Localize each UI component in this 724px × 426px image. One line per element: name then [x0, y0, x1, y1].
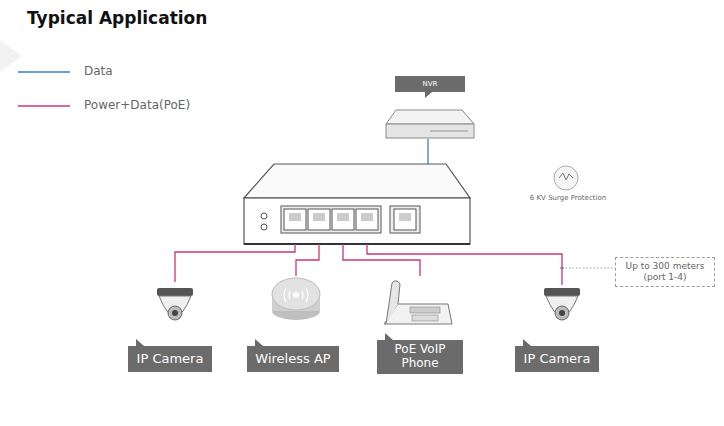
- legend-data-line: [18, 71, 70, 72]
- surge-icon: [554, 166, 578, 190]
- camera-icon: [157, 288, 193, 320]
- nvr-device: [386, 110, 474, 138]
- legend-text: Power+Data(PoE): [84, 98, 190, 112]
- leader-line: [562, 268, 622, 269]
- callout-box: Up to 300 meters (port 1-4): [615, 257, 715, 287]
- node-text: Wireless AP: [255, 351, 330, 367]
- device-label: PoE VoIP Phone: [377, 340, 463, 374]
- phone-icon: [384, 281, 452, 324]
- camera-icon: [544, 288, 580, 320]
- node-text: PoE VoIP Phone: [383, 343, 457, 371]
- device-label: IP Camera: [128, 346, 212, 372]
- poe-switch: [244, 164, 470, 244]
- node-text: NVR: [423, 80, 438, 88]
- device-label: Wireless AP: [247, 346, 339, 372]
- legend-poe-line: [18, 105, 70, 106]
- device-label: IP Camera: [515, 346, 599, 372]
- node-text: IP Camera: [137, 351, 204, 367]
- leader-dot: [560, 266, 564, 270]
- watermark-shape: [0, 40, 22, 72]
- poe-wires: [175, 244, 562, 285]
- legend-text: Data: [84, 64, 113, 78]
- note-label: 6 KV Surge Protection: [530, 194, 606, 202]
- node-text: Up to 300 meters (port 1-4): [620, 261, 710, 283]
- page-title: Typical Application: [27, 8, 207, 28]
- device-tag: NVR: [395, 76, 465, 92]
- ap-icon: [272, 278, 320, 320]
- node-text: IP Camera: [524, 351, 591, 367]
- data-wire: [427, 139, 428, 164]
